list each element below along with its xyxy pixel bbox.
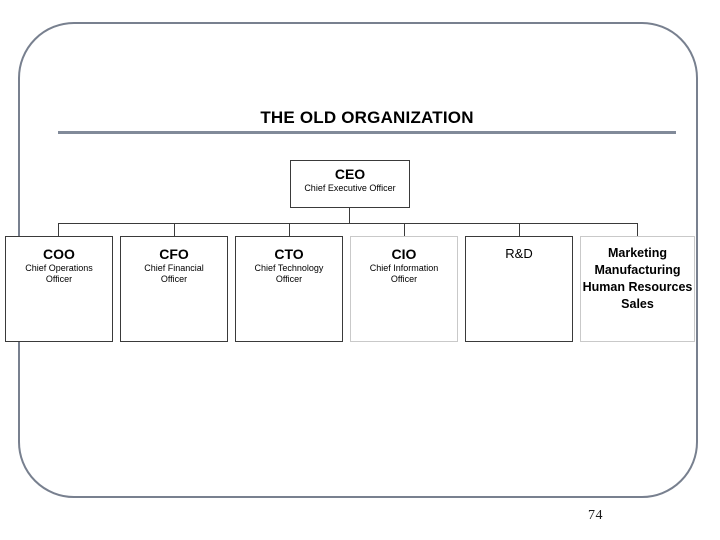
org-node-ceo[interactable]: CEO Chief Executive Officer <box>290 160 410 208</box>
page-number: 74 <box>588 508 603 523</box>
org-node-departments[interactable]: Marketing Manufacturing Human Resources … <box>580 236 695 342</box>
org-node-cto-subtitle-line1: Chief Technology <box>254 263 324 273</box>
org-node-rd[interactable]: R&D <box>465 236 573 342</box>
org-node-coo[interactable]: COO Chief Operations Officer <box>5 236 113 342</box>
org-node-cfo-title: CFO <box>159 246 189 262</box>
org-node-cfo-subtitle-line1: Chief Financial <box>144 263 204 273</box>
department-manufacturing: Manufacturing <box>594 263 681 277</box>
org-node-cfo[interactable]: CFO Chief Financial Officer <box>120 236 228 342</box>
connector-horizontal-bus <box>58 223 638 224</box>
org-node-coo-subtitle-line1: Chief Operations <box>25 263 93 273</box>
org-node-coo-subtitle-line2: Officer <box>45 274 73 284</box>
connector-drop-cio <box>404 223 405 236</box>
department-sales: Sales <box>621 297 654 311</box>
org-node-cto-subtitle-line2: Officer <box>275 274 303 284</box>
page-title: THE OLD ORGANIZATION <box>260 108 474 127</box>
department-human-resources: Human Resources <box>582 280 693 294</box>
org-node-cio-subtitle-line2: Officer <box>390 274 418 284</box>
title-block: THE OLD ORGANIZATION <box>58 108 676 128</box>
connector-drop-cto <box>289 223 290 236</box>
org-node-cfo-subtitle-line2: Officer <box>160 274 188 284</box>
connector-drop-rd <box>519 223 520 236</box>
org-node-cto[interactable]: CTO Chief Technology Officer <box>235 236 343 342</box>
org-node-cio[interactable]: CIO Chief Information Officer <box>350 236 458 342</box>
org-node-cio-title: CIO <box>391 246 417 262</box>
org-node-rd-title: R&D <box>505 246 533 261</box>
connector-ceo-vertical <box>349 208 350 223</box>
title-underline-rule <box>58 131 676 134</box>
org-node-coo-title: COO <box>43 246 75 262</box>
org-node-ceo-title: CEO <box>334 166 366 182</box>
connector-drop-cfo <box>174 223 175 236</box>
department-marketing: Marketing <box>607 246 668 260</box>
connector-drop-coo <box>58 223 59 236</box>
org-node-cio-subtitle-line1: Chief Information <box>369 263 439 273</box>
org-node-ceo-subtitle: Chief Executive Officer <box>304 183 396 193</box>
connector-drop-departments <box>637 223 638 236</box>
org-node-cto-title: CTO <box>274 246 304 262</box>
